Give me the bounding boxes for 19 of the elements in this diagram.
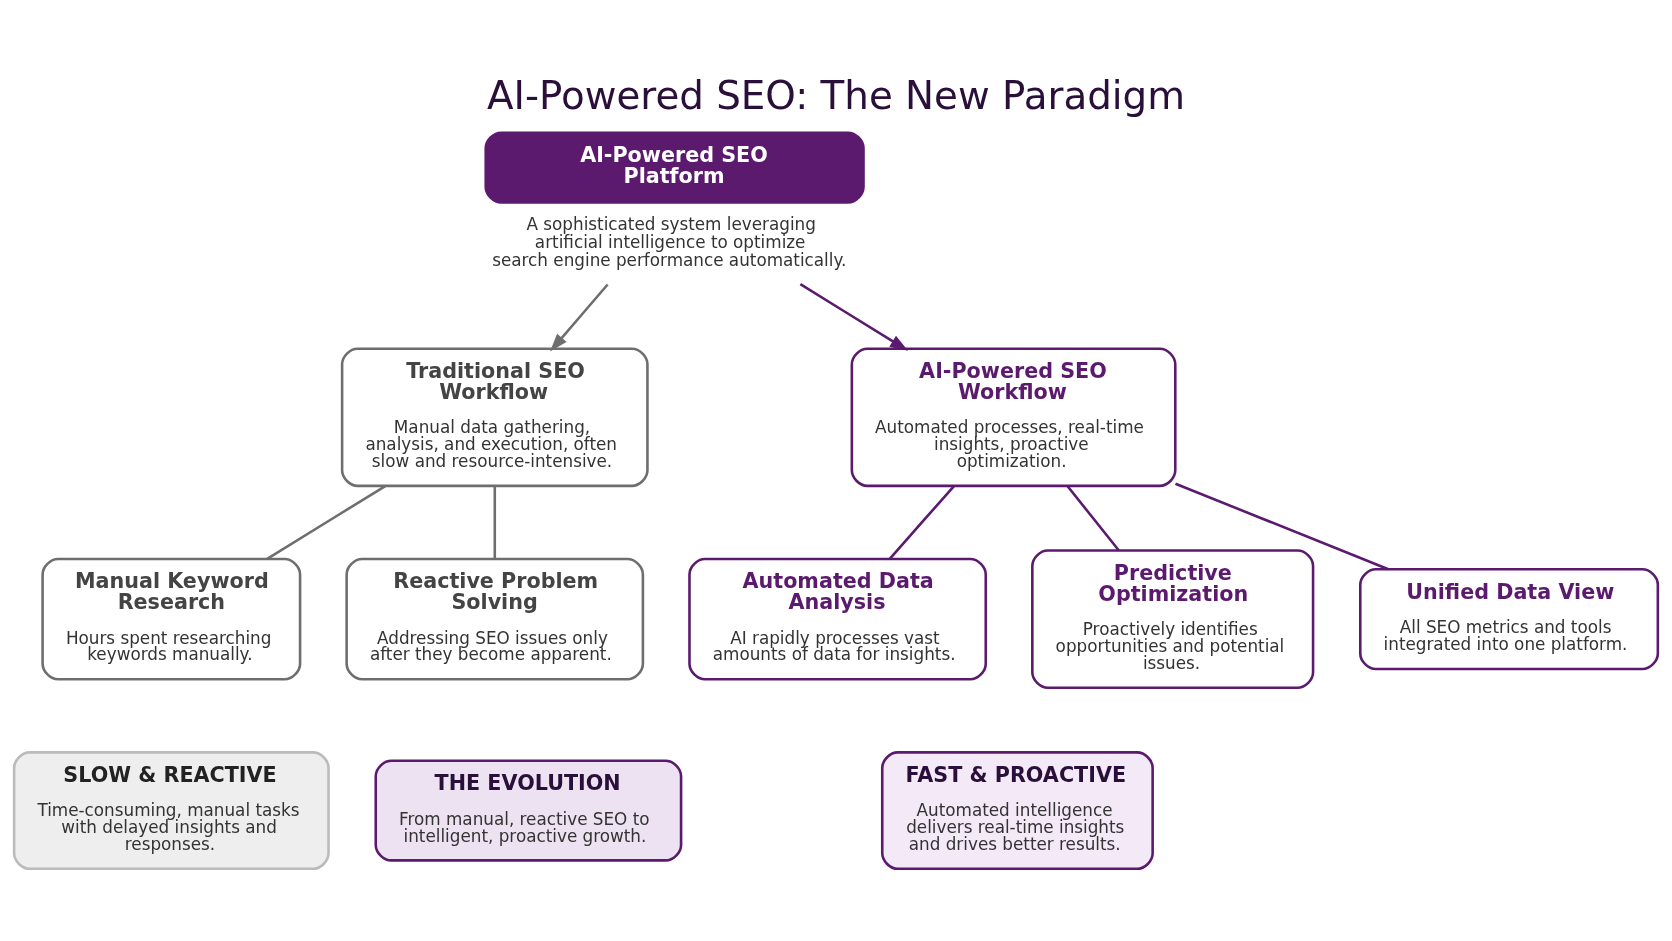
node-box: Automated Data Analysis AI rapidly processes vast amounts of data for insights.	[688, 557, 988, 681]
node-box: Traditional SEO Workflow Manual data gathering, analysis, and execution, often slow and resource-intensive.	[340, 346, 649, 487]
node-box: Predictive Optimization Proactively identifies opportunities and potential issues.	[1031, 548, 1315, 689]
connector	[1066, 484, 1120, 551]
node-box: FAST & PROACTIVE Automated intelligence delivers real-time insights and drives better results.	[880, 750, 1154, 870]
arrow	[799, 282, 909, 351]
node-box: Reactive Problem Solving Addressing SEO issues only after they become apparent.	[345, 557, 645, 681]
node-box: THE EVOLUTION From manual, reactive SEO to intelligent, proactive growth.	[374, 759, 683, 862]
connector	[266, 484, 386, 560]
arrow	[550, 283, 609, 352]
connector	[493, 485, 497, 559]
connector	[888, 484, 955, 560]
connector	[1174, 482, 1389, 570]
diagram-title: AI-Powered SEO: The New Paradigm	[486, 72, 1186, 118]
node-box: Unified Data View All SEO metrics and tools integrated into one platform.	[1359, 567, 1660, 670]
node-box: AI-Powered SEO Workflow Automated processes, real-time insights, proactive optimization.	[850, 346, 1177, 487]
node-box: Manual Keyword Research Hours spent researching keywords manually.	[41, 557, 302, 681]
node-label: A sophisticated system leveraging artificial intelligence to optimize search engine performance automatically.	[492, 213, 847, 270]
node-box: SLOW & REACTIVE Time-consuming, manual tasks with delayed insights and responses.	[12, 750, 330, 870]
